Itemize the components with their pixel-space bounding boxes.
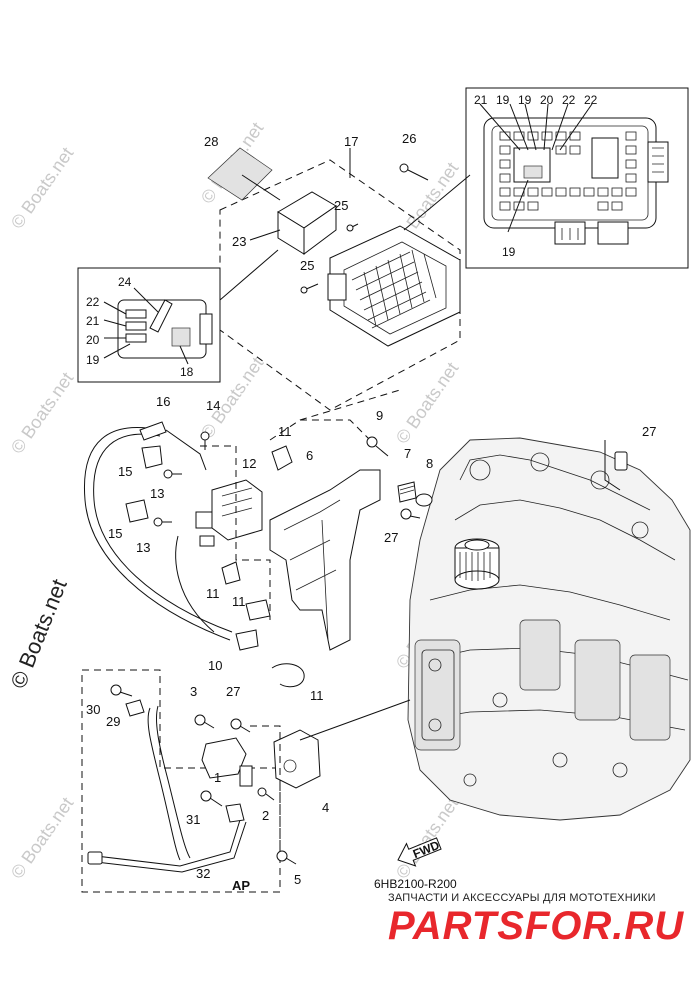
watermark-4: © Boats.net xyxy=(7,369,77,458)
callout-11-bottom: 11 xyxy=(310,688,324,703)
callout-5: 5 xyxy=(294,872,301,887)
callout-22-inset-a: 22 xyxy=(562,93,576,107)
callout-13-lower: 13 xyxy=(136,540,150,555)
watermark-large: © Boats.net xyxy=(5,576,71,692)
callout-2: 2 xyxy=(262,808,269,823)
callout-19-inset-b: 19 xyxy=(518,93,532,107)
callout-9: 9 xyxy=(376,408,383,423)
callout-19-left: 19 xyxy=(86,353,100,367)
watermark-6: © Boats.net xyxy=(392,359,462,448)
callout-11-left: 11 xyxy=(206,586,220,601)
callout-3: 3 xyxy=(190,684,197,699)
callout-13-upper: 13 xyxy=(150,486,164,501)
callout-28: 28 xyxy=(204,134,218,149)
callout-27-middle: 27 xyxy=(384,530,398,545)
callout-1: 1 xyxy=(214,770,221,785)
callout-27-lower: 27 xyxy=(226,684,240,699)
callout-20-left: 20 xyxy=(86,333,100,347)
callout-26: 26 xyxy=(402,131,416,146)
lower-components xyxy=(81,669,442,893)
ecm-assembly xyxy=(207,147,471,411)
engine-block xyxy=(407,437,691,821)
callout-29: 29 xyxy=(106,714,120,729)
callout-27-right: 27 xyxy=(642,424,656,439)
watermark-1: © Boats.net xyxy=(7,144,77,233)
callout-11-top: 11 xyxy=(278,424,292,439)
watermark-8: © Boats.net xyxy=(7,794,77,883)
callout-32: 32 xyxy=(196,866,210,881)
callout-19-inset-a: 19 xyxy=(496,93,510,107)
middle-components xyxy=(83,389,433,688)
callout-21-left: 21 xyxy=(86,314,100,328)
callout-25-lower: 25 xyxy=(300,258,314,273)
callout-17: 17 xyxy=(344,134,358,149)
callouts: 28 17 26 25 23 25 21 19 19 20 22 22 19 2… xyxy=(86,93,656,893)
ap-label: AP xyxy=(232,878,250,893)
callout-24: 24 xyxy=(118,275,132,289)
callout-23: 23 xyxy=(232,234,246,249)
callout-18: 18 xyxy=(180,365,194,379)
callout-21-inset: 21 xyxy=(474,93,488,107)
callout-25-upper: 25 xyxy=(334,198,348,213)
ad-tagline: ЗАПЧАСТИ И АКСЕССУАРЫ ДЛЯ МОТОТЕХНИКИ xyxy=(388,892,656,904)
callout-10: 10 xyxy=(208,658,222,673)
callout-22-left: 22 xyxy=(86,295,100,309)
fwd-arrow xyxy=(397,837,442,867)
callout-31: 31 xyxy=(186,812,200,827)
callout-19-inset-c: 19 xyxy=(502,245,516,259)
inset-ecm-detail xyxy=(465,87,689,269)
callout-6: 6 xyxy=(306,448,313,463)
callout-7: 7 xyxy=(404,446,411,461)
callout-14: 14 xyxy=(206,398,220,413)
callout-20-inset: 20 xyxy=(540,93,554,107)
watermark-9: © Boats.net xyxy=(392,794,462,883)
callout-30: 30 xyxy=(86,702,100,717)
callout-11-mid: 11 xyxy=(232,594,246,609)
diagram-code: 6HB2100-R200 xyxy=(374,877,457,891)
callout-22-inset-b: 22 xyxy=(584,93,598,107)
ad-brand-logo: PARTSFOR.RU xyxy=(388,904,685,948)
callout-12: 12 xyxy=(242,456,256,471)
callout-15-lower: 15 xyxy=(108,526,122,541)
callout-8: 8 xyxy=(426,456,433,471)
callout-16: 16 xyxy=(156,394,170,409)
inset-connector-detail xyxy=(77,267,221,383)
callout-4: 4 xyxy=(322,800,329,815)
callout-15-upper: 15 xyxy=(118,464,132,479)
